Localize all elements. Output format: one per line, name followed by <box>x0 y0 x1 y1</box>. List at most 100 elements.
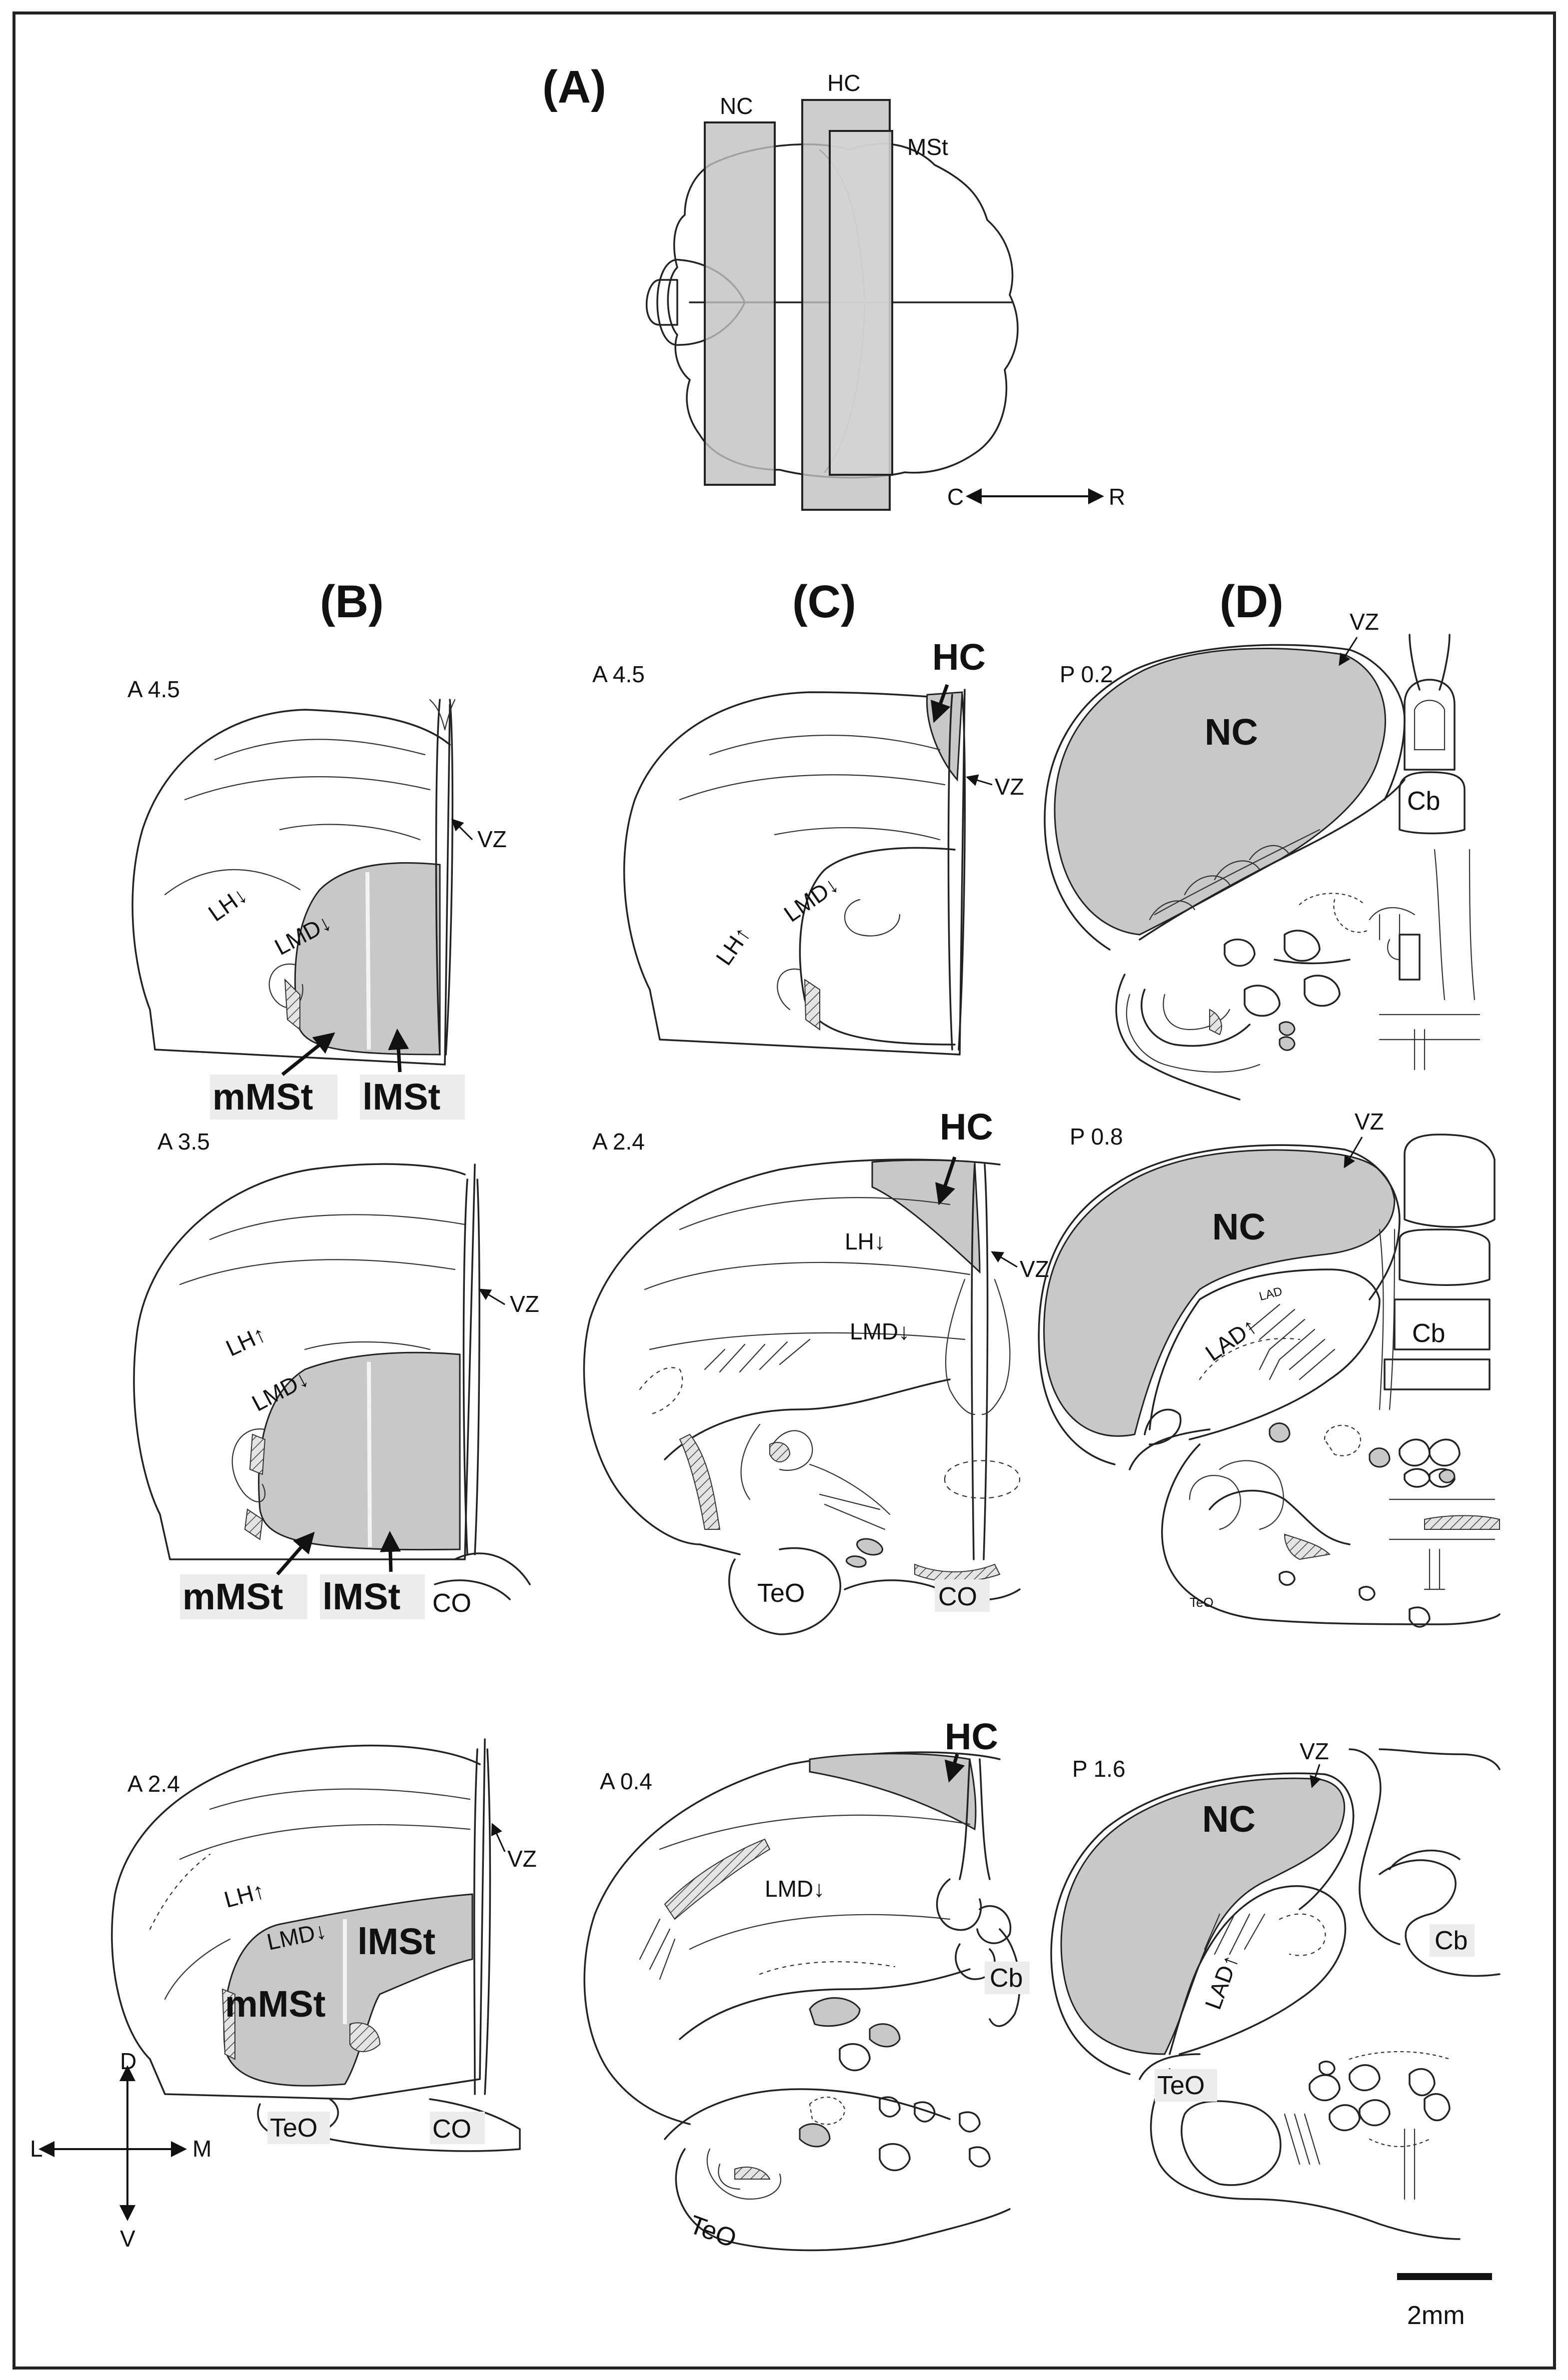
section-b1: A 4.5 LH↓ LMD↓ VZ mMSt lMSt <box>127 676 507 1120</box>
d3-vz-pointer <box>1310 1764 1322 1788</box>
d3-cb: Cb <box>1435 1926 1468 1955</box>
b1-lmst-bg <box>360 1075 465 1120</box>
section-c1: A 4.5 HC VZ LH↑ LMD↓ <box>592 636 1024 1056</box>
b1-striatum-divider <box>365 872 371 1050</box>
c2-lamina-1 <box>679 1197 951 1230</box>
d2-hatch-2 <box>1424 1515 1500 1530</box>
c1-lateral-nucleus <box>777 968 801 1011</box>
d1-nc-label: NC <box>1205 711 1258 753</box>
d1-upper-lobe-inner <box>1414 700 1446 751</box>
caudal-label: C <box>947 484 964 510</box>
orientation-cross: D V L M <box>30 2048 211 2252</box>
c1-hc-arrow <box>930 684 951 723</box>
nc-band <box>704 121 776 486</box>
b3-lamina-3 <box>164 1938 231 2000</box>
c1-lmd: LMD↓ <box>779 871 843 927</box>
b1-vz-pointer <box>451 818 473 841</box>
d1-blobs <box>1224 930 1341 1017</box>
b2-co: CO <box>432 1589 471 1618</box>
d1-ventral-loop-2 <box>1163 994 1231 1031</box>
b3-lamina-dotted <box>149 1853 211 1930</box>
c1-midline <box>947 694 966 1051</box>
b3-hatch-2 <box>221 1988 235 2060</box>
c3-small-gray <box>799 2123 831 2148</box>
d2-hook <box>1144 1408 1182 1445</box>
section-level-b1: A 4.5 <box>127 676 180 702</box>
d2-dotted-circle <box>1324 1424 1361 1456</box>
b2-midline <box>462 1179 480 1555</box>
d3-outline <box>1050 1772 1326 2075</box>
b2-vz: VZ <box>510 1291 539 1317</box>
b1-midline-top <box>429 699 456 731</box>
b2-hatch <box>249 1433 266 1475</box>
brainstem-outline <box>645 279 678 326</box>
d3-dotted-2 <box>1349 2051 1451 2148</box>
d2-vz: VZ <box>1355 1109 1384 1135</box>
b3-co-bg <box>430 2112 485 2144</box>
d3-dotted <box>1279 1913 1326 1956</box>
b3-lamina-1 <box>209 1788 471 1810</box>
b3-teo: TeO <box>270 2114 317 2143</box>
c1-vz: VZ <box>995 774 1024 800</box>
d1-cb-box <box>1399 771 1466 835</box>
band-label-hc: HC <box>827 70 860 96</box>
d3-teo-bg <box>1155 2069 1217 2102</box>
d3-outline-medial <box>1299 1773 1355 1910</box>
b3-outline <box>111 1738 486 2100</box>
section-b3: A 2.4 LH↑ LMD↓ VZ mMSt lMSt TeO CO <box>111 1738 537 2152</box>
section-d3: P 1.6 NC VZ LAD↑ Cb TeO <box>1050 1738 1501 2240</box>
d2-small-blobs <box>1279 1571 1431 1628</box>
c3-hc-region <box>809 1753 977 1831</box>
d1-upper-lobe <box>1404 679 1456 771</box>
d2-midline <box>1379 1228 1396 1410</box>
b3-striatum <box>223 1893 473 2087</box>
d3-nc-label: NC <box>1202 1798 1256 1840</box>
section-d1: P 0.2 NC VZ Cb <box>1044 609 1481 1101</box>
c2-hatch-2 <box>769 1442 791 1462</box>
c3-dotted-curve <box>759 1961 896 1975</box>
c3-hatch-band <box>664 1838 771 1920</box>
c2-midline <box>971 1164 989 1560</box>
d1-nc-region <box>1054 648 1386 936</box>
b3-co: CO <box>432 2115 471 2144</box>
section-level-d1: P 0.2 <box>1060 661 1113 687</box>
section-level-d2: P 0.8 <box>1070 1124 1123 1150</box>
b1-hatch <box>284 978 300 1031</box>
b1-lh: LH↓ <box>203 882 252 927</box>
d3-teo-outline <box>1181 2100 1282 2186</box>
d2-hatch <box>1284 1533 1331 1560</box>
section-level-c2: A 2.4 <box>592 1129 645 1155</box>
c2-hatch-1 <box>679 1433 721 1530</box>
d3-cb-bg <box>1430 1924 1475 1957</box>
b2-striatum-divider <box>367 1361 372 1547</box>
b1-outline <box>131 704 451 1066</box>
d2-gray-pair <box>1439 1469 1456 1483</box>
c1-lamina-3 <box>774 827 941 841</box>
c1-vz-pointer <box>966 774 993 786</box>
d2-blob-cluster <box>1399 1438 1461 1488</box>
c2-lmd: LMD↓ <box>850 1318 910 1344</box>
b1-lamina-1 <box>214 739 426 761</box>
c2-vz: VZ <box>1020 1256 1049 1282</box>
panel-b-label: (B) <box>320 576 384 627</box>
b2-lateral-nucleus <box>231 1428 266 1502</box>
c3-deep-structures <box>936 1878 1012 1980</box>
d2-nc-label: NC <box>1212 1206 1266 1247</box>
c2-vz-pointer <box>991 1251 1018 1268</box>
b3-teo-bg <box>267 2112 330 2144</box>
scale-bar-label: 2mm <box>1407 2301 1465 2330</box>
b2-lamina-3 <box>304 1341 431 1350</box>
c2-hc-region <box>871 1159 981 1274</box>
scale-bar: 2mm <box>1397 2273 1492 2330</box>
c2-midline-fork <box>945 1278 1011 1415</box>
c1-outline <box>623 689 966 1056</box>
d3-blob-cluster <box>1309 2064 1451 2132</box>
c3-striations <box>639 1918 676 1980</box>
d1-vz: VZ <box>1350 609 1379 635</box>
c3-ventral-structures <box>706 2148 781 2200</box>
c2-hc-arrow <box>935 1156 957 1205</box>
c3-inner-1 <box>679 1968 971 2040</box>
d2-vz-pointer <box>1344 1137 1363 1169</box>
d2-cb-stack <box>1384 1134 1496 1390</box>
